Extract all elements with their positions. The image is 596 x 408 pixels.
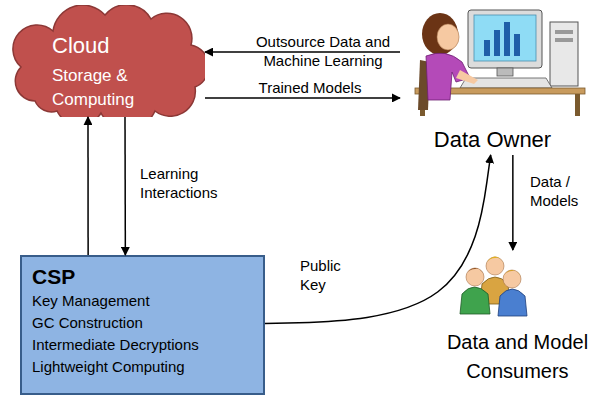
process-box: CSPKey ManagementGC ConstructionIntermed… (20, 255, 265, 395)
node-text: Key Management (32, 290, 253, 312)
node-text: Storage & Computing (52, 64, 162, 112)
actor-node: Data Owner (400, 5, 585, 155)
edge-label: Data / Models (530, 172, 590, 210)
connector-arrow (124, 117, 126, 255)
connector-arrow (512, 155, 514, 250)
connector-arrow (87, 117, 89, 255)
cloud-shape: CloudStorage & Computing (5, 5, 205, 117)
node-text: GC Construction (32, 312, 253, 334)
actor-node: Data and Model Consumers (440, 250, 595, 390)
node-title: Data Owner (434, 127, 551, 153)
connector-arrow (205, 51, 400, 53)
connector-arrow (265, 155, 491, 324)
edge-label: Trained Models (235, 78, 385, 97)
edge-label: Outsource Data and Machine Learning (243, 32, 403, 70)
edge-label: Public Key (300, 256, 355, 294)
connector-arrow (205, 97, 400, 99)
node-title: Cloud (52, 32, 182, 60)
data-owner-illustration (415, 10, 585, 116)
node-text: Intermediate Decryptions (32, 334, 253, 356)
node-text: Lightweight Computing (32, 356, 253, 378)
cloud-outline (13, 5, 205, 117)
node-title: CSP (32, 264, 253, 290)
edge-label: Learning Interactions (140, 164, 230, 202)
node-title: Data and Model Consumers (440, 328, 595, 386)
consumers-illustration (460, 257, 527, 317)
